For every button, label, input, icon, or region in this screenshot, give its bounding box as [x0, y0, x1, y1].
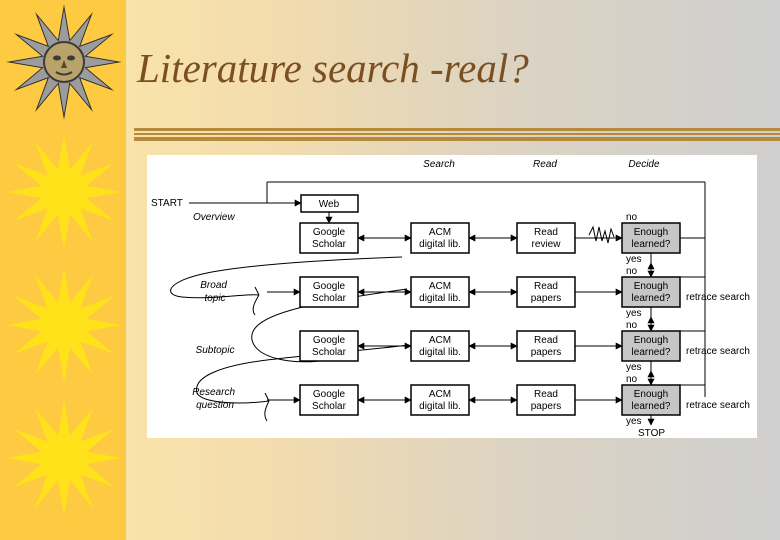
level-label-research-question: Research question — [192, 387, 238, 411]
no-label: no — [626, 266, 638, 277]
sun-icon — [6, 267, 122, 383]
start-label: START — [151, 198, 183, 209]
yes-label: yes — [626, 416, 642, 427]
level-label-overview: Overview — [193, 212, 235, 223]
yes-label: yes — [626, 362, 642, 373]
no-label: no — [626, 212, 638, 223]
feedback-curve — [264, 392, 270, 422]
no-label: no — [626, 374, 638, 385]
sun-icon — [6, 400, 122, 516]
feedback-curve — [252, 286, 260, 316]
no-label: no — [626, 320, 638, 331]
column-header-decide: Decide — [628, 159, 660, 170]
decide-box — [621, 330, 681, 362]
sun-icon — [6, 134, 122, 250]
level-label-subtopic: Subtopic — [196, 345, 235, 356]
title-rule — [134, 128, 780, 141]
flow-diagram: Search Read Decide START Web Overview Br… — [147, 155, 757, 438]
feedback-curve — [170, 256, 403, 299]
level-label-broad-topic: Broad topic — [200, 280, 229, 304]
read-box — [516, 222, 576, 254]
squiggle-decoration — [588, 225, 615, 244]
google-scholar-box — [299, 330, 359, 362]
stop-label: STOP — [638, 428, 665, 438]
slide-title: Literature search -real? — [137, 45, 529, 91]
read-box — [516, 384, 576, 416]
yes-label: yes — [626, 254, 642, 265]
retrace-search-label: retrace search — [686, 346, 750, 357]
read-box — [516, 330, 576, 362]
retrace-search-label: retrace search — [686, 400, 750, 411]
sun-face-icon — [6, 4, 122, 120]
yes-label: yes — [626, 308, 642, 319]
retrace-search-label: retrace search — [686, 292, 750, 303]
web-label: Web — [319, 199, 340, 210]
google-scholar-box — [299, 222, 359, 254]
sidebar-decoration — [0, 0, 126, 540]
column-header-read: Read — [533, 159, 557, 170]
column-header-search: Search — [423, 159, 455, 170]
decide-box — [621, 222, 681, 254]
acm-digital-lib-box — [410, 330, 470, 362]
